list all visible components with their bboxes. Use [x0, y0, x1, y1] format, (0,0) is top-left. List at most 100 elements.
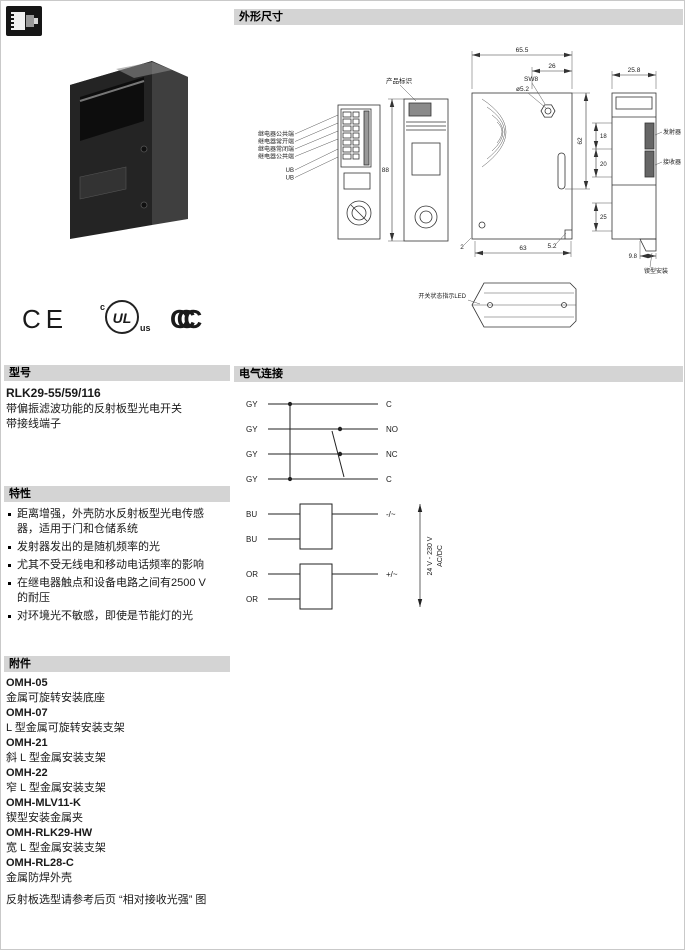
accessory-desc: 金属防焊外壳 — [6, 872, 72, 884]
svg-text:24 V - 230 V: 24 V - 230 V — [427, 536, 434, 575]
svg-text:继电器常闭端: 继电器常闭端 — [258, 145, 294, 153]
ce-mark: CE — [22, 304, 68, 334]
electrical-connection-diagram: GY GY GY GY BU BU OR OR — [246, 400, 444, 610]
bullet-icon — [8, 582, 11, 585]
terminal-view — [337, 104, 381, 240]
svg-text:GY: GY — [246, 475, 258, 484]
accessory-name: OMH-MLV11-K — [6, 797, 81, 809]
svg-text:GY: GY — [246, 400, 258, 409]
voltage-range: 24 V - 230 V AC/DC — [417, 504, 444, 607]
relay-contact-circuit — [268, 401, 378, 482]
accessory-item: OMH-RL28-C 金属防焊外壳 — [4, 856, 230, 886]
accessory-desc: L 型金属可旋转安装支架 — [6, 722, 125, 734]
accessory-item: OMH-05 金属可旋转安装底座 — [4, 676, 230, 706]
svg-text:GY: GY — [246, 425, 258, 434]
svg-text:us: us — [140, 323, 151, 333]
model-section: 型号 RLK29-55/59/116 带偏振滤波功能的反射板型光电开关 带接线端… — [4, 365, 230, 432]
svg-text:SW8: SW8 — [524, 76, 538, 83]
feature-text: 在继电器触点和设备电路之间有2500 V 的耐压 — [17, 577, 206, 604]
svg-text:BU: BU — [246, 535, 257, 544]
accessory-desc: 宽 L 型金属安装支架 — [6, 842, 106, 854]
bullet-icon — [8, 513, 11, 516]
emitter-label: 发射器 — [663, 128, 681, 136]
product-model: RLK29-55/59/116 — [6, 386, 101, 400]
bullet-icon — [8, 546, 11, 549]
narrow-front-view: 产品标识 — [386, 76, 449, 242]
ccc-mark: CCC — [170, 304, 203, 334]
svg-text:5.2: 5.2 — [547, 243, 556, 250]
reflector-note: 反射板选型请参考后页 “相对接收光强” 图 — [6, 894, 207, 906]
svg-text:25.8: 25.8 — [628, 67, 641, 74]
accessory-desc: 斜 L 型金属安装支架 — [6, 752, 106, 764]
accessory-name: OMH-RL28-C — [6, 857, 74, 869]
dimension-drawing: 继电器公共端 继电器常开端 继电器常闭端 继电器公共端 UB UB — [258, 47, 681, 328]
accessory-item: OMH-MLV11-K 锲型安装金属夹 — [4, 796, 230, 826]
features-section: 特性 距离增强，外壳防水反射板型光电传感器，适用于门和仓储系统 发射器发出的是随… — [4, 486, 230, 627]
terminal-labels: 继电器公共端 继电器常开端 继电器常闭端 继电器公共端 UB UB — [258, 114, 339, 182]
svg-text:-/~: -/~ — [386, 510, 396, 519]
features-section-header: 特性 — [4, 486, 230, 502]
accessory-name: OMH-22 — [6, 767, 48, 779]
svg-text:26: 26 — [548, 63, 556, 70]
svg-text:NC: NC — [386, 450, 398, 459]
right-column: 外形尺寸 继电器公共端 继电器常开端 继电器常闭端 继电器公共端 UB UB — [234, 1, 683, 949]
accessory-name: OMH-05 — [6, 677, 48, 689]
feature-item: 对环境光不敏感，即使是节能灯的光 — [6, 609, 206, 624]
svg-text:+/~: +/~ — [386, 570, 398, 579]
svg-text:20: 20 — [600, 162, 607, 168]
feature-text: 尤其不受无线电和移动电话频率的影响 — [17, 559, 204, 571]
svg-text:BU: BU — [246, 510, 257, 519]
model-section-header: 型号 — [4, 365, 230, 381]
product-marking-label: 产品标识 — [386, 76, 413, 85]
svg-text:UL: UL — [113, 310, 132, 326]
accessory-desc: 锲型安装金属夹 — [6, 812, 83, 824]
svg-text:25: 25 — [600, 215, 607, 221]
product-photo — [70, 61, 188, 239]
svg-text:NO: NO — [386, 425, 398, 434]
left-column: CE UL c us CCC 型号 RLK29-55/59/116 带偏振滤波功… — [4, 1, 230, 949]
accessory-name: OMH-07 — [6, 707, 48, 719]
accessory-item: OMH-07 L 型金属可旋转安装支架 — [4, 706, 230, 736]
feature-text: 距离增强，外壳防水反射板型光电传感器，适用于门和仓储系统 — [17, 508, 204, 535]
accessory-list: OMH-05 金属可旋转安装底座 OMH-07 L 型金属可旋转安装支架 OMH… — [4, 676, 230, 886]
accessory-desc: 金属可旋转安装底座 — [6, 692, 105, 704]
svg-text:2: 2 — [460, 244, 464, 251]
accessory-name: OMH-21 — [6, 737, 48, 749]
wire-labels: GY GY GY GY BU BU OR OR — [246, 400, 258, 604]
bottom-view: 开关状态指示LED — [418, 282, 577, 328]
wedge-mount-label: 锲型安装 — [644, 267, 668, 275]
receiver-label: 接收器 — [663, 158, 681, 166]
svg-text:C: C — [386, 400, 392, 409]
svg-text:9.8: 9.8 — [629, 254, 638, 260]
main-front-view: 65.5 26 SW8 ø5.2 5.2 2 63 — [460, 47, 590, 257]
terminal-designations: C NO NC C -/~ +/~ — [386, 400, 398, 579]
accessory-item: OMH-RLK29-HW 宽 L 型金属安装支架 — [4, 826, 230, 856]
terminal-connector-icon — [6, 6, 42, 36]
side-dim-chain: 18 20 25 — [592, 122, 612, 232]
svg-text:继电器公共端: 继电器公共端 — [258, 153, 294, 161]
svg-text:AC/DC: AC/DC — [437, 545, 444, 567]
accessory-item: OMH-22 窄 L 型金属安装支架 — [4, 766, 230, 796]
svg-text:63: 63 — [519, 245, 527, 252]
svg-text:18: 18 — [600, 134, 607, 140]
accessories-section-header: 附件 — [4, 656, 230, 672]
svg-text:OR: OR — [246, 595, 258, 604]
accessory-item: OMH-21 斜 L 型金属安装支架 — [4, 736, 230, 766]
feature-item: 在继电器触点和设备电路之间有2500 V 的耐压 — [6, 576, 206, 606]
svg-text:88: 88 — [382, 167, 390, 174]
certification-logos: CE UL c us CCC — [22, 300, 215, 334]
svg-text:62: 62 — [577, 137, 584, 145]
electrical-section-header: 电气连接 — [234, 366, 683, 382]
svg-text:c: c — [100, 302, 105, 312]
svg-text:UB: UB — [286, 176, 294, 182]
model-description-line2: 带接线端子 — [6, 418, 61, 430]
svg-text:65.5: 65.5 — [516, 47, 529, 54]
accessories-section: 附件 OMH-05 金属可旋转安装底座 OMH-07 L 型金属可旋转安装支架 … — [4, 656, 230, 908]
svg-text:GY: GY — [246, 450, 258, 459]
ul-mark: UL c us — [100, 300, 151, 334]
svg-text:UB: UB — [286, 168, 294, 174]
sensor-device — [70, 61, 188, 239]
accessory-name: OMH-RLK29-HW — [6, 827, 93, 839]
dim-total-height: 88 — [382, 98, 404, 242]
